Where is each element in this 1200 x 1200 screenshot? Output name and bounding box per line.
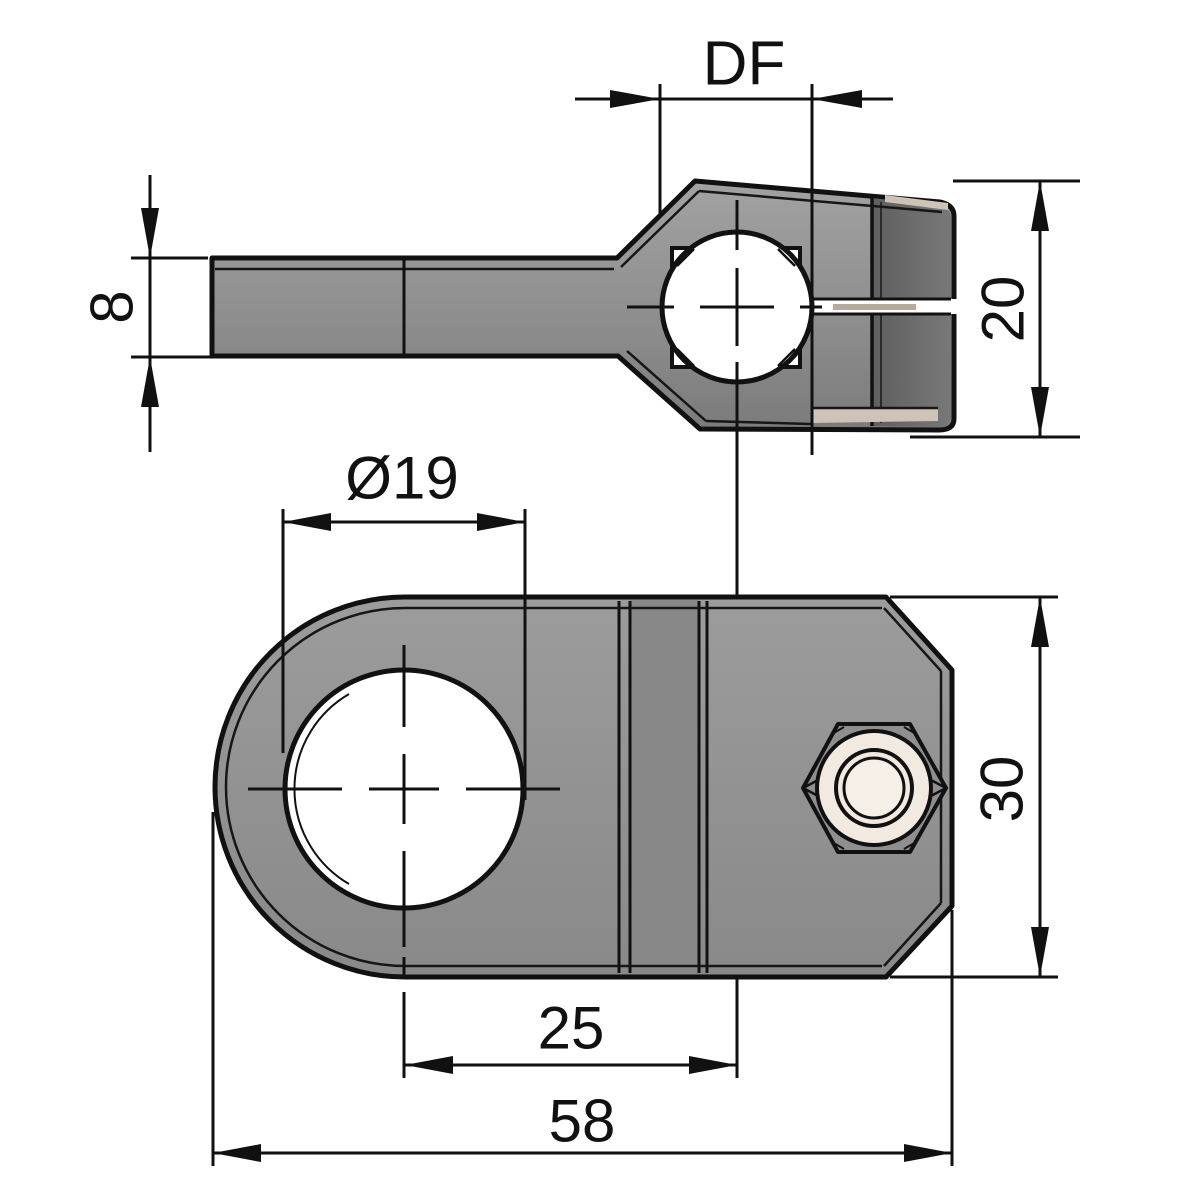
dim25-arrow-right (689, 1056, 737, 1074)
dim58-text: 58 (549, 1088, 616, 1155)
dim20-text: 20 (970, 276, 1037, 343)
bottom-chamfer-sliver (813, 409, 938, 423)
df-arrow-right (812, 90, 862, 108)
dim30-arrow-top (1031, 597, 1049, 647)
top-chamfer-sliver (885, 195, 948, 210)
dimension-58: 58 (211, 812, 954, 1166)
neck-band-edges (617, 601, 709, 973)
dim20-arrow-bottom (1031, 387, 1049, 437)
dim20-arrow-top (1031, 181, 1049, 231)
dim30-text: 30 (969, 756, 1036, 823)
dim30-arrow-bottom (1031, 927, 1049, 977)
slit-inner-face (833, 304, 916, 310)
hole-centerlines (248, 645, 560, 1078)
dimension-30: 30 (890, 595, 1058, 979)
plan-view (212, 594, 955, 1078)
dia19-arrow-right (477, 513, 525, 531)
seat-corner-reliefs (676, 248, 796, 367)
dim8-arrow-bottom (141, 357, 159, 407)
screw-bore (842, 756, 906, 820)
clamp-nut (801, 722, 948, 854)
side-view (209, 178, 958, 433)
dim8-text: 8 (79, 290, 146, 323)
dim58-arrow-left (213, 1144, 261, 1162)
neck-band-face (630, 600, 699, 974)
dia19-text: Ø19 (345, 445, 458, 512)
nut-corner-facets (831, 726, 917, 850)
dim25-arrow-left (405, 1056, 453, 1074)
dim8-arrow-top (141, 208, 159, 258)
bore-centerlines (627, 200, 822, 346)
df-arrow-left (610, 90, 660, 108)
plate-inner-edges (224, 606, 943, 968)
dimension-dia19: Ø19 (281, 445, 527, 800)
dimension-8: 8 (79, 175, 240, 452)
df-dimension-text: DF (703, 30, 786, 99)
dia19-arrow-left (283, 513, 331, 531)
dim25-text: 25 (538, 995, 605, 1062)
dimension-df: DF (575, 30, 893, 455)
dim58-arrow-right (904, 1144, 952, 1162)
inner-edge-lines (215, 189, 943, 426)
dimension-25: 25 (405, 995, 737, 1074)
dimension-20: 20 (910, 179, 1080, 439)
